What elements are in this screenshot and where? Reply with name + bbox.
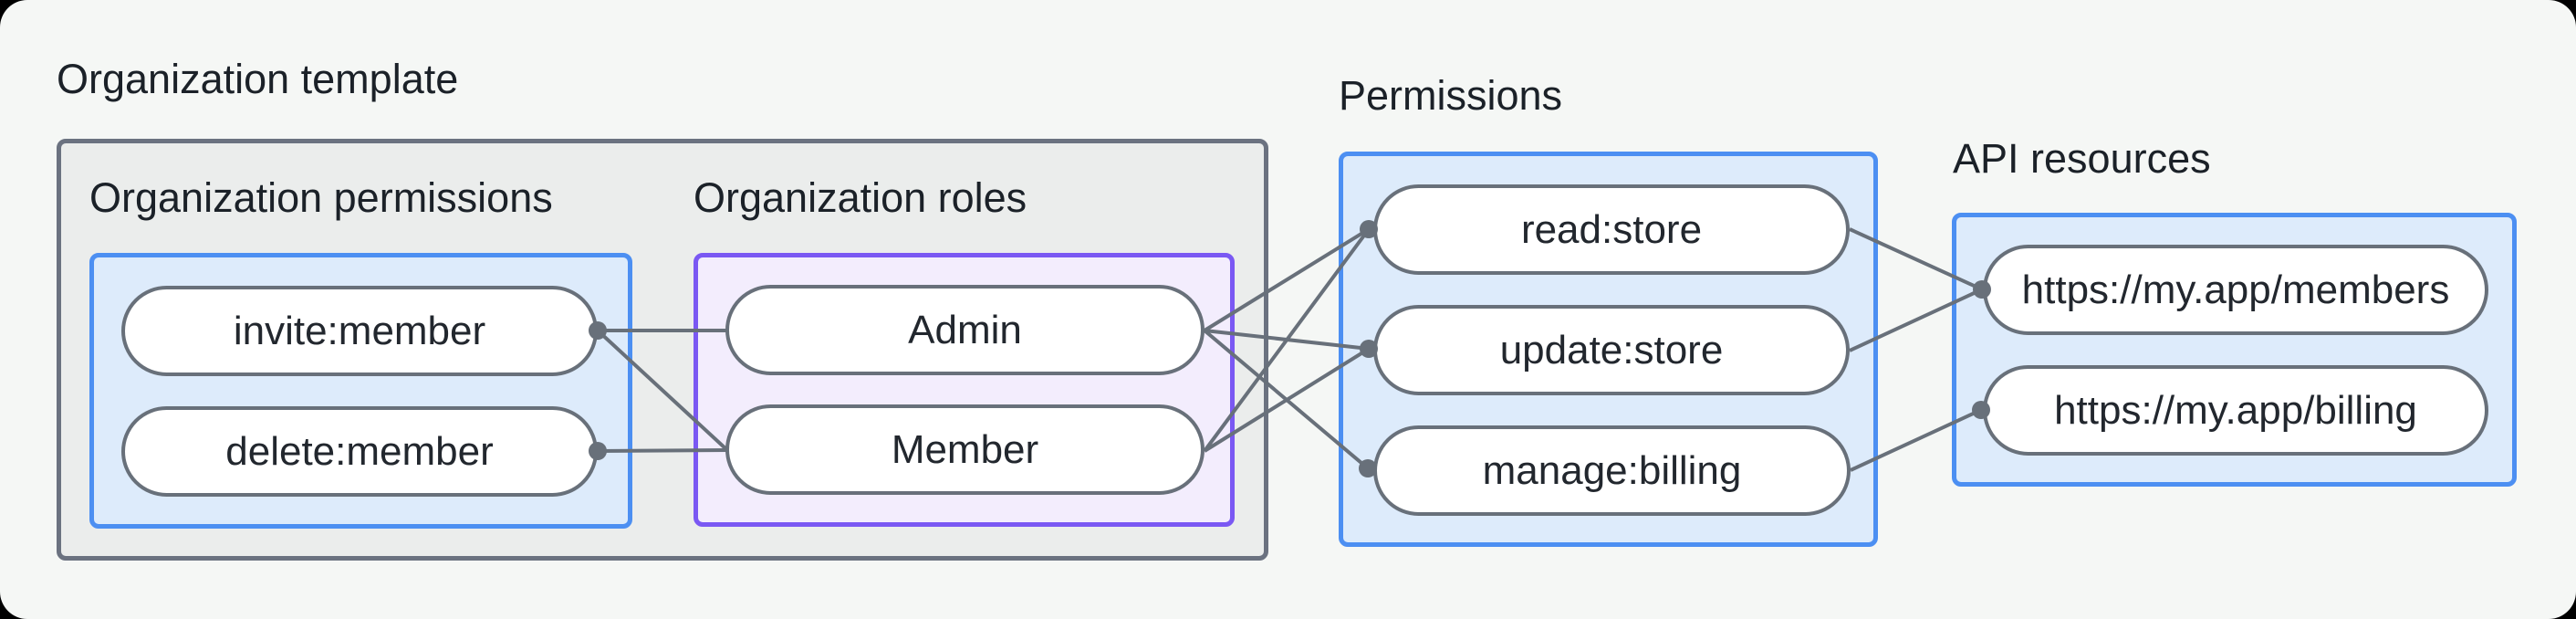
node-admin-role: Admin [725, 285, 1205, 375]
organization-template-label: Organization template [57, 56, 459, 102]
node-delete-member: delete:member [121, 406, 598, 497]
node-update-store: update:store [1373, 305, 1850, 395]
node-member-role: Member [725, 404, 1205, 495]
node-manage-billing: manage:billing [1373, 425, 1851, 516]
node-api-members-url: https://my.app/members [1983, 245, 2488, 335]
permissions-label: Permissions [1339, 72, 1563, 119]
node-invite-member: invite:member [121, 286, 598, 376]
organization-roles-label: Organization roles [694, 174, 1027, 221]
node-read-store: read:store [1373, 184, 1850, 275]
organization-permissions-label: Organization permissions [89, 174, 553, 221]
api-resources-label: API resources [1953, 135, 2211, 182]
node-api-billing-url: https://my.app/billing [1983, 365, 2488, 456]
